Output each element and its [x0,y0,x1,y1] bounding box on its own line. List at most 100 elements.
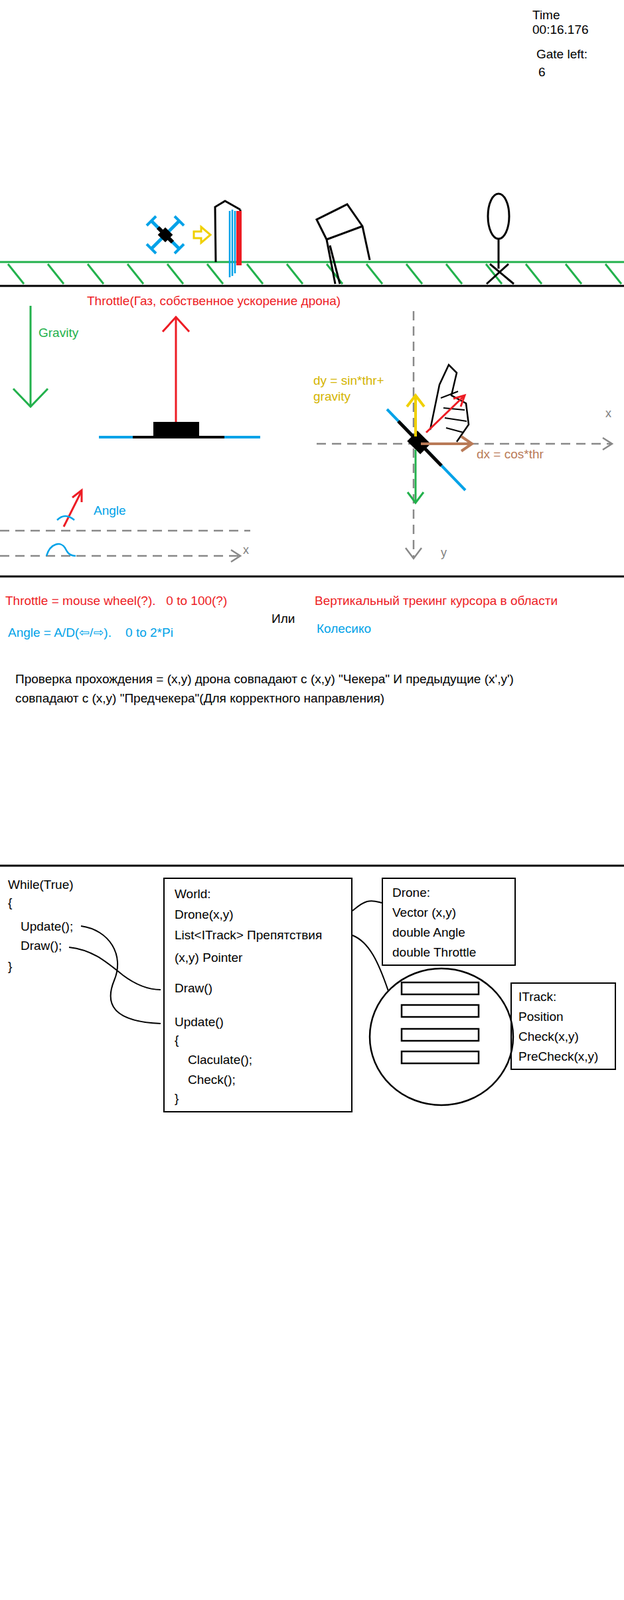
tilted-drone [414,450,417,502]
gate [231,209,234,277]
stick-figure [487,193,510,239]
gate [229,211,232,278]
angle-sketch [72,490,82,503]
drone-icon [151,221,180,249]
gate [234,211,237,274]
control-note: Колесико [316,621,372,638]
gate [215,201,242,278]
tilted-drone [461,436,472,452]
obstacle-list [401,983,479,996]
ground [0,261,624,264]
code-line: { [7,895,12,912]
class-member: PreCheck(x,y) [518,1049,599,1066]
class-member: } [174,1091,179,1108]
drone-side-view [153,422,200,437]
class-box: Drone:Vector (x,y)double Angledouble Thr… [381,878,516,967]
tilted-drone [387,365,472,504]
class-member: Check(x,y) [518,1029,579,1046]
gravity-arrow [13,389,48,407]
drone-side-view [98,436,133,439]
obstacle-list [401,1005,479,1018]
class-member: { [174,1032,179,1049]
leader-line [69,926,389,1025]
class-member: Check(); [187,1072,236,1089]
drone-icon [157,227,173,243]
angle-sketch [231,550,241,563]
throttle-arrow [162,317,190,425]
code-line: Draw(); [20,938,62,955]
code-line: While(True) [7,877,74,894]
class-member: (x,y) Pointer [174,950,243,967]
class-member: Claculate(); [187,1052,253,1069]
tilted-drone [420,442,470,446]
code-line: Update(); [20,919,74,936]
axis-label: x [242,543,249,559]
connector [352,901,382,912]
direction-arrow [193,227,211,243]
throttle-label: Throttle(Газ, собственное ускорение дрон… [86,293,341,310]
gates-value: 6 [538,64,546,81]
angle-sketch [0,490,251,563]
stick-figure [486,264,509,285]
drone-side-view [224,436,261,439]
direction-arrow [193,227,211,243]
tilted-drone [426,396,464,433]
section-divider [0,576,624,867]
axis-label: x [605,406,612,422]
class-title: ITrack: [518,989,557,1006]
drone-icon [146,216,184,254]
class-member: double Throttle [392,945,476,962]
leader-line [80,926,161,1025]
arch-obstacle [316,204,370,285]
tilted-drone [430,365,469,443]
obstacle-list [369,969,514,1106]
obstacle-list [401,1029,479,1042]
drone-icon [157,227,174,243]
ground [0,262,624,287]
stick-figure [489,264,514,285]
class-member: Drone(x,y) [174,907,234,924]
tilted-drone [414,396,417,437]
gates-label: Gate left: [536,46,588,63]
class-member: Vector (x,y) [392,905,457,922]
class-member: Position [518,1009,564,1026]
drone-icon [174,244,184,254]
stick-figure [486,193,514,285]
control-note: Throttle = mouse wheel(?). 0 to 100(?) [5,593,228,610]
time-label: Time [532,7,561,24]
drone-icon [174,216,184,226]
tilted-drone [453,395,465,407]
control-note: Вертикальный трекинг курсора в области [314,593,558,610]
angle-sketch [57,516,75,521]
axes [405,548,422,559]
tilted-drone [387,409,466,491]
ground [0,285,624,288]
axes [602,438,613,451]
class-member: Draw() [174,981,213,998]
arch-obstacle [316,204,370,285]
tilted-drone [407,492,424,504]
obstacle-list [401,1052,479,1065]
axis-label: y [440,545,447,561]
check-note: Проверка прохождения = (x,y) дрона совпа… [15,669,547,709]
drone-side-view [132,436,225,439]
angle-sketch [0,530,251,533]
throttle-arrow [162,317,190,332]
arch-obstacle [326,226,363,240]
angle-sketch [46,544,76,557]
drone-icon [146,216,156,226]
dx-formula: dx = cos*thr [476,446,544,463]
control-note: Angle = A/D(⇦/⇨). 0 to 2*Pi [7,625,174,642]
code-line: } [7,959,12,976]
gravity-arrow [13,306,48,407]
class-member: Update() [174,1014,224,1031]
class-member: double Angle [392,925,466,942]
class-box: World:Drone(x,y)List<ITrack> Препятствия… [163,878,353,1114]
class-title: World: [174,886,212,903]
stick-figure [497,238,500,269]
drone-icon [151,221,180,249]
dy-formula: dy = sin*thr+ gravity [313,373,407,405]
or-label: Или [271,611,295,628]
